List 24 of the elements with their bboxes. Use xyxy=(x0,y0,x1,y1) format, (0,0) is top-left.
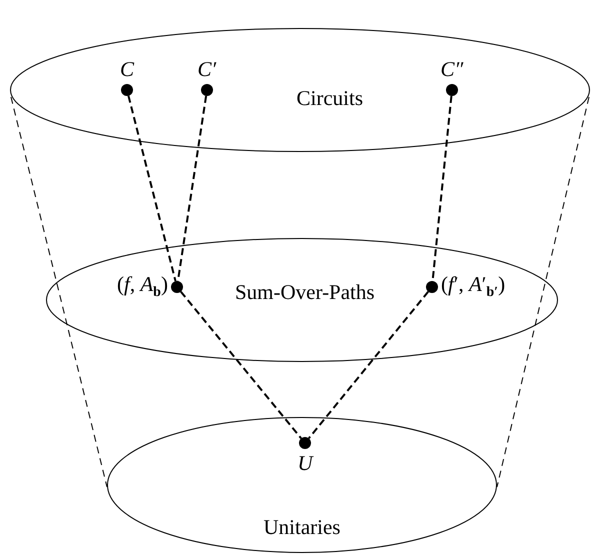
region-label: Unitaries xyxy=(264,516,340,538)
region-label: Circuits xyxy=(296,88,363,108)
region-label: Sum-Over-Paths xyxy=(235,282,375,302)
dashed-connector xyxy=(128,96,176,282)
point-label: U xyxy=(298,453,313,474)
cone-line xyxy=(10,96,108,488)
point-label: (f′, A′$_{b′}$) xyxy=(441,274,506,300)
cone-line xyxy=(496,96,590,488)
point xyxy=(446,84,458,96)
point-label: C″ xyxy=(440,59,464,80)
point xyxy=(299,437,311,449)
dashed-connector xyxy=(176,96,208,282)
point-label: C′ xyxy=(198,59,216,80)
point-label: (f, A$_{b}$) xyxy=(117,274,168,300)
ellipse-region xyxy=(10,28,590,152)
point xyxy=(201,84,213,96)
point-label: C xyxy=(120,59,134,80)
point xyxy=(121,84,133,96)
point xyxy=(426,281,438,293)
point xyxy=(171,281,183,293)
dashed-connector xyxy=(308,291,429,439)
ellipse-region xyxy=(46,238,558,362)
ellipse-region xyxy=(107,417,497,553)
dashed-connector xyxy=(180,291,302,439)
